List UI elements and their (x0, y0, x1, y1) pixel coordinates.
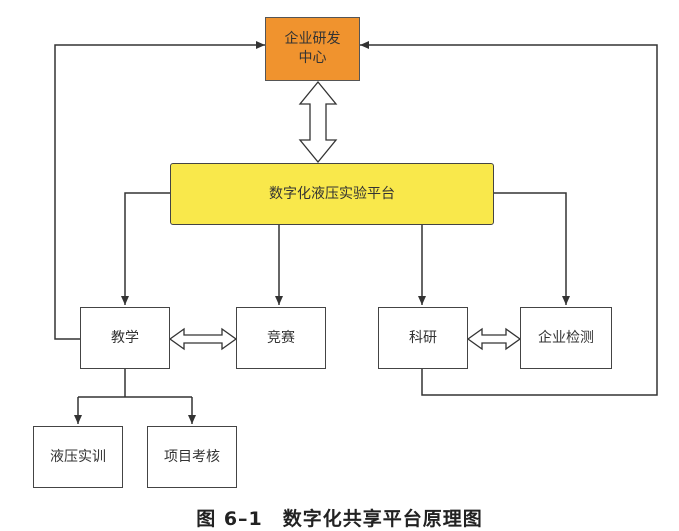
node-testing-label: 企业检测 (538, 329, 594, 346)
node-platform-label: 数字化液压实验平台 (269, 185, 395, 202)
node-competition-label: 竞赛 (267, 329, 295, 346)
node-hydraulic-training: 液压实训 (33, 426, 123, 488)
node-research: 科研 (378, 307, 468, 369)
node-teaching: 教学 (80, 307, 170, 369)
edge-platform-to-teaching (121, 192, 170, 305)
edge-research-to-rnd (360, 41, 658, 396)
node-research-label: 科研 (409, 329, 437, 346)
node-training-label: 液压实训 (50, 448, 106, 465)
edge-teaching-competition-double-arrow (168, 327, 238, 351)
figure-caption: 图 6–1 数字化共享平台原理图 (196, 508, 483, 530)
node-assessment-label: 项目考核 (164, 448, 220, 465)
node-rnd-label-line1: 企业研发 (284, 31, 341, 48)
node-project-assessment: 项目考核 (147, 426, 237, 488)
node-teaching-label: 教学 (111, 329, 139, 346)
node-enterprise-testing: 企业检测 (520, 307, 612, 369)
node-rnd-center: 企业研发 中心 (265, 17, 360, 81)
edge-research-testing-double-arrow (466, 327, 522, 351)
node-hydraulic-platform: 数字化液压实验平台 (170, 163, 494, 225)
node-rnd-label-line2: 中心 (298, 50, 327, 66)
node-competition: 竞赛 (236, 307, 326, 369)
edge-platform-to-testing (494, 192, 570, 305)
edge-teaching-to-rnd (54, 41, 265, 340)
edge-rnd-platform-double-arrow (298, 80, 338, 164)
